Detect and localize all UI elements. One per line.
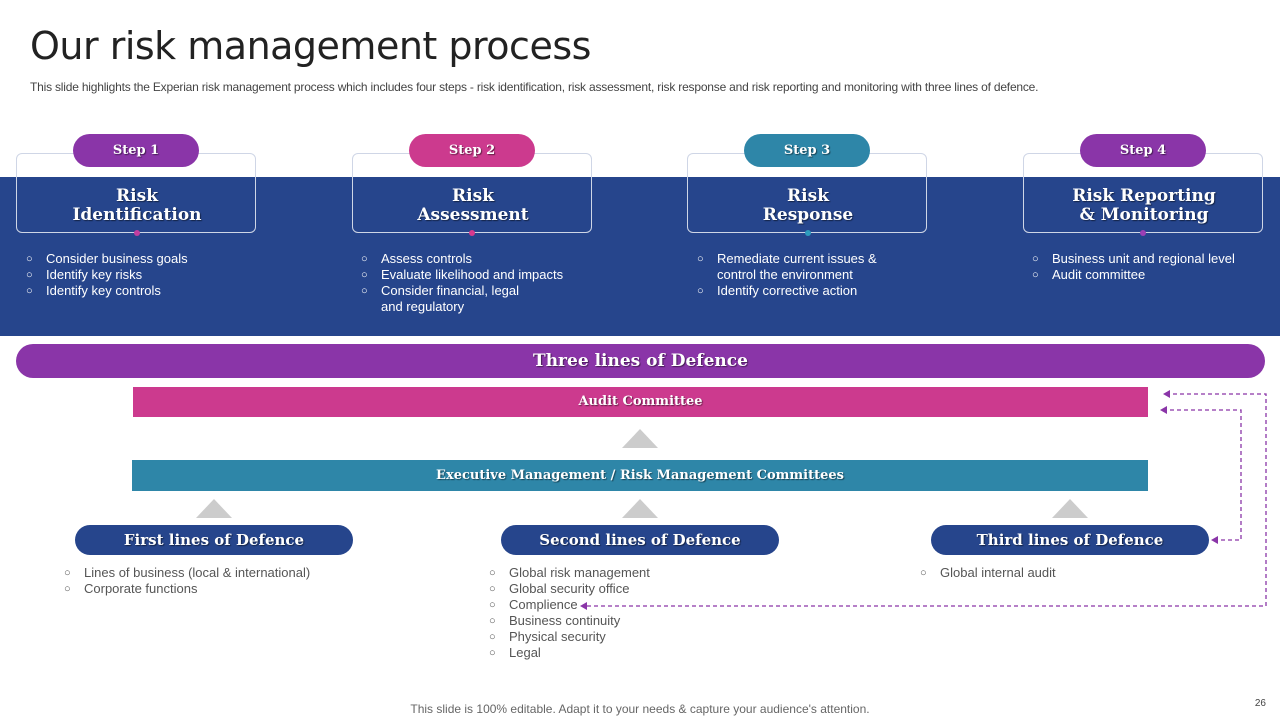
list-item: Consider financial, legal xyxy=(361,283,563,299)
page-title: Our risk management process xyxy=(30,24,591,68)
step-4-pill: Step 4 xyxy=(1080,134,1206,167)
dashed-line-top xyxy=(583,393,1267,607)
audit-committee-bar: Audit Committee xyxy=(133,387,1148,417)
list-item: and regulatory xyxy=(381,299,465,314)
three-lines-of-defence-banner: Three lines of Defence xyxy=(16,344,1265,378)
arrowhead-icon xyxy=(1163,390,1170,398)
executive-management-bar: Executive Management / Risk Management C… xyxy=(132,460,1148,491)
up-arrow-icon xyxy=(1052,499,1088,518)
list-item: Audit committee xyxy=(1032,267,1235,283)
step-3-heading: Risk Response xyxy=(688,187,928,225)
step-3-heading-line1: Risk xyxy=(787,186,829,206)
third-line-of-defence-pill: Third lines of Defence xyxy=(931,525,1209,555)
first-line-bullets: Lines of business (local & international… xyxy=(64,565,310,597)
step-3-pill: Step 3 xyxy=(744,134,870,167)
list-item: control the environment xyxy=(717,267,853,282)
list-item: Evaluate likelihood and impacts xyxy=(361,267,563,283)
step-4-heading-line2: & Monitoring xyxy=(1079,205,1209,225)
list-item: Remediate current issues & xyxy=(697,251,877,267)
step-1-connector-dot xyxy=(134,230,140,236)
up-arrow-icon xyxy=(622,499,658,518)
second-line-of-defence-pill: Second lines of Defence xyxy=(501,525,779,555)
step-2-bullets: Assess controls Evaluate likelihood and … xyxy=(361,251,563,315)
list-item: Identify corrective action xyxy=(697,283,877,299)
first-line-of-defence-pill: First lines of Defence xyxy=(75,525,353,555)
step-2-heading: Risk Assessment xyxy=(353,187,593,225)
list-item: Lines of business (local & international… xyxy=(64,565,310,581)
list-item: Global security office xyxy=(489,581,650,597)
list-item: Identify key controls xyxy=(26,283,188,299)
step-4-bullets: Business unit and regional level Audit c… xyxy=(1032,251,1235,283)
list-item: Identify key risks xyxy=(26,267,188,283)
list-item: Corporate functions xyxy=(64,581,310,597)
list-item: Business unit and regional level xyxy=(1032,251,1235,267)
step-4-heading: Risk Reporting & Monitoring xyxy=(1024,187,1264,225)
step-3-heading-line2: Response xyxy=(762,205,854,225)
footer-note: This slide is 100% editable. Adapt it to… xyxy=(410,702,870,716)
arrowhead-icon xyxy=(1160,406,1167,414)
step-1-heading: Risk Identification xyxy=(17,187,257,225)
list-item: Complience xyxy=(489,597,650,613)
page-number: 26 xyxy=(1254,698,1266,709)
step-1-heading-line1: Risk xyxy=(116,186,158,206)
step-2-heading-line2: Assessment xyxy=(417,205,529,225)
list-item: Legal xyxy=(489,645,650,661)
step-1-pill: Step 1 xyxy=(73,134,199,167)
list-item: Global internal audit xyxy=(920,565,1056,581)
step-3-bullets: Remediate current issues & control the e… xyxy=(697,251,877,299)
list-item: Assess controls xyxy=(361,251,563,267)
up-arrow-icon xyxy=(196,499,232,518)
step-2-pill: Step 2 xyxy=(409,134,535,167)
page-subtitle: This slide highlights the Experian risk … xyxy=(30,80,1039,94)
dashed-line-middle xyxy=(1163,409,1242,541)
step-4-heading-line1: Risk Reporting xyxy=(1072,186,1216,206)
step-2-heading-line1: Risk xyxy=(452,186,494,206)
second-line-bullets: Global risk management Global security o… xyxy=(489,565,650,661)
up-arrow-icon xyxy=(622,429,658,448)
list-item: Consider business goals xyxy=(26,251,188,267)
step-1-heading-line2: Identification xyxy=(72,205,202,225)
list-item: Physical security xyxy=(489,629,650,645)
arrowhead-icon xyxy=(1211,536,1218,544)
step-3-connector-dot xyxy=(805,230,811,236)
step-2-connector-dot xyxy=(469,230,475,236)
arrowhead-icon xyxy=(580,602,587,610)
list-item: Business continuity xyxy=(489,613,650,629)
third-line-bullets: Global internal audit xyxy=(920,565,1056,581)
step-1-bullets: Consider business goals Identify key ris… xyxy=(26,251,188,299)
list-item: Global risk management xyxy=(489,565,650,581)
step-4-connector-dot xyxy=(1140,230,1146,236)
